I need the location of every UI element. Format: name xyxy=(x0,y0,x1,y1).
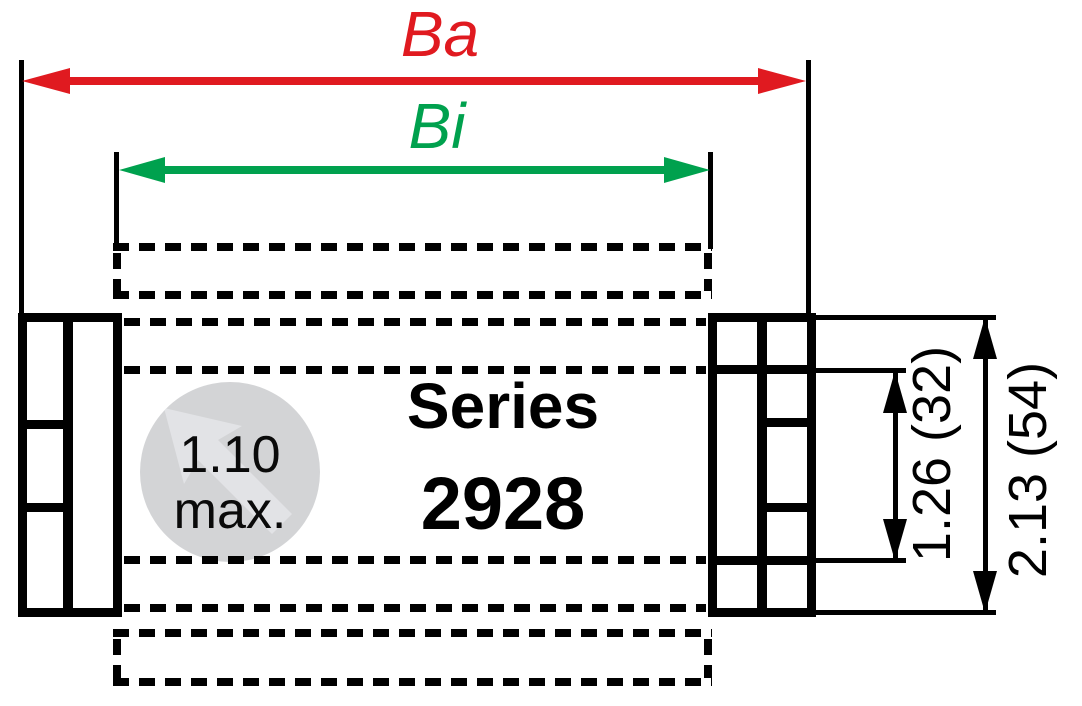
inner-width-extension-line-right xyxy=(708,152,713,249)
dashed-line-body-top-edge xyxy=(124,318,706,326)
outer-width-extension-line-right xyxy=(806,60,811,316)
inner-height-extension-line-top xyxy=(814,368,906,373)
outer-width-arrowhead-left-icon xyxy=(22,68,70,94)
dashed-line-body-bottom-edge xyxy=(124,604,706,612)
outer-width-extension-line-left xyxy=(19,60,24,316)
inner-width-arrowhead-left-icon xyxy=(119,157,165,183)
dashed-line-top-left-end xyxy=(113,253,121,291)
inner-width-dimension-line xyxy=(160,166,668,174)
dashed-line-top-outer xyxy=(113,243,712,251)
series-number: 2928 xyxy=(420,462,586,545)
outer-width-arrowhead-right-icon xyxy=(758,68,806,94)
dashed-line-bottom-left-end xyxy=(113,639,121,678)
inner-height-arrowhead-up-icon xyxy=(883,371,907,413)
dashed-line-top-right-end xyxy=(704,253,712,291)
inner-height-dimension-line xyxy=(893,371,898,561)
dashed-line-bottom-right-end xyxy=(704,639,712,678)
dashed-line-bottom-outer xyxy=(113,678,712,686)
outer-height-extension-line-top xyxy=(814,315,996,320)
max-cable-diameter-value: 1.10 xyxy=(179,426,281,484)
inner-width-extension-line-left xyxy=(114,152,119,249)
right-block-divider-lower xyxy=(762,503,816,512)
inner-height-extension-line-bottom xyxy=(814,558,906,563)
left-block-divider-lower xyxy=(18,503,73,512)
dashed-line-bottom-inner xyxy=(113,629,712,637)
inner-height-arrowhead-down-icon xyxy=(883,519,907,561)
outer-height-arrowhead-up-icon xyxy=(973,317,997,359)
series-title: Series xyxy=(406,370,600,442)
inner-width-dimension-label: Bi xyxy=(408,90,466,162)
dashed-line-top-inner xyxy=(113,291,712,299)
outer-height-arrowhead-down-icon xyxy=(973,571,997,613)
right-block-full-divider-lower xyxy=(708,556,816,565)
max-cable-diameter-badge: 1.10 max. xyxy=(140,382,320,562)
right-block-vertical-divider xyxy=(757,313,767,617)
arrow-watermark-icon xyxy=(164,408,292,534)
outer-height-extension-line-bottom xyxy=(814,610,996,615)
inner-height-dimension-label: 1.26 (32) xyxy=(902,345,962,563)
dashed-line-cavity-top xyxy=(124,366,706,374)
right-block-divider-upper xyxy=(762,418,816,427)
dashed-line-cavity-bottom xyxy=(124,556,706,564)
left-block-vertical-divider xyxy=(63,313,73,617)
outer-width-dimension-label: Ba xyxy=(400,0,480,70)
right-block-full-divider-upper xyxy=(708,365,816,374)
outer-width-dimension-line xyxy=(68,77,760,85)
outer-height-dimension-line xyxy=(983,317,988,613)
inner-width-arrowhead-right-icon xyxy=(664,157,710,183)
max-cable-diameter-suffix: max. xyxy=(173,482,287,540)
outer-height-dimension-label: 2.13 (54) xyxy=(998,361,1058,579)
left-block-divider-upper xyxy=(18,420,73,429)
